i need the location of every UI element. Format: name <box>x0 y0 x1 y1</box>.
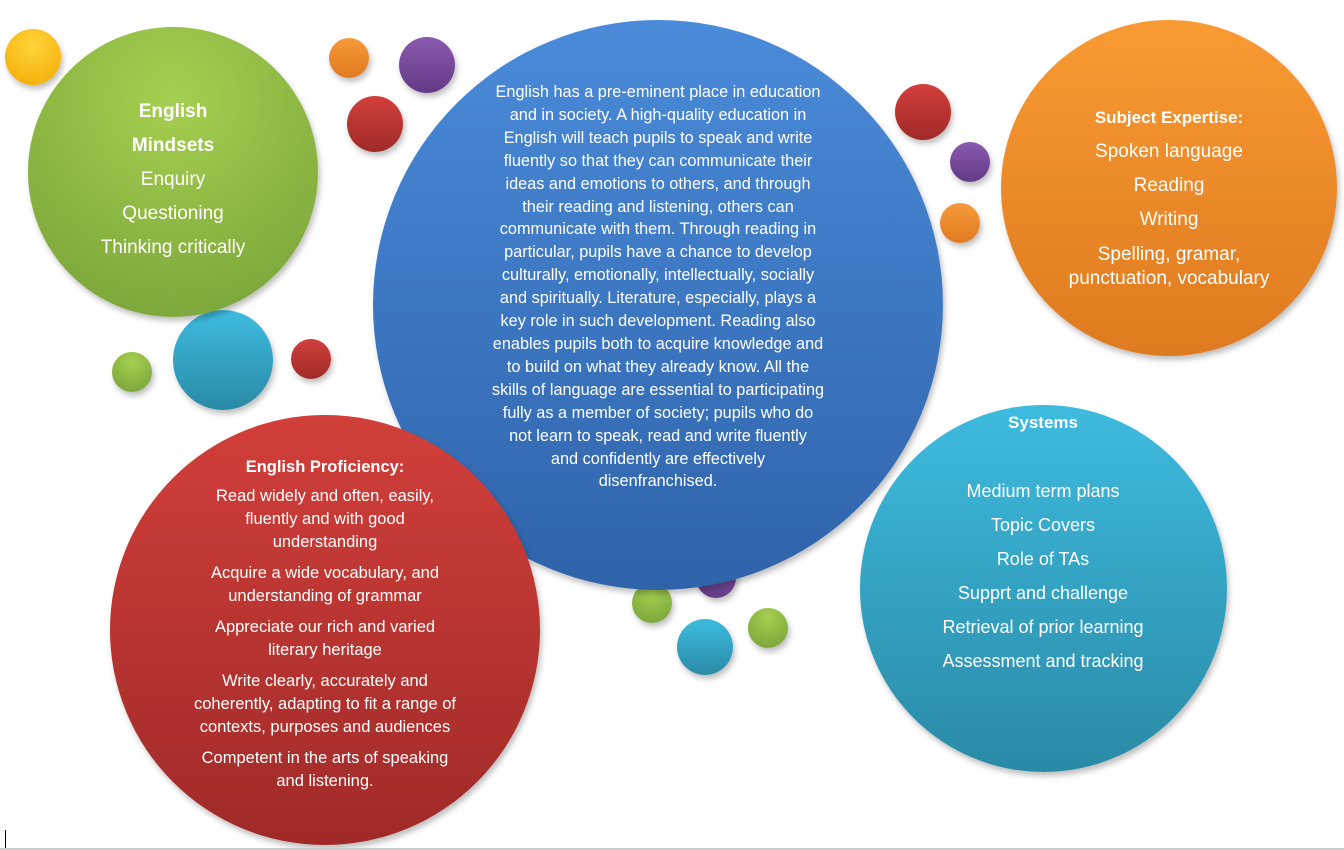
proficiency-item-line: Competent in the arts of speaking <box>201 749 449 767</box>
decorative-bubble <box>748 608 788 648</box>
mindsets-title: English <box>138 101 208 122</box>
center-text-line: their reading and listening, others can <box>522 197 794 216</box>
proficiency-item: Read widely and often, easily, fluently a… <box>135 485 515 554</box>
proficiency-item: Acquire a wide vocabulary, and understand… <box>135 562 515 608</box>
decorative-bubble <box>291 339 331 379</box>
text-cursor <box>5 830 6 848</box>
center-text-line: fully as a member of society; pupils who… <box>502 403 814 422</box>
mindsets-circle <box>28 27 318 317</box>
systems-circle <box>860 405 1227 772</box>
center-text-line: skills of language are essential to part… <box>491 380 825 399</box>
expertise-item: punctuation, vocabulary <box>1068 268 1270 289</box>
center-text-line: English has a pre-eminent place in educa… <box>495 83 821 101</box>
decorative-bubble <box>173 310 273 410</box>
proficiency-item-line: Appreciate our rich and varied <box>214 618 436 636</box>
center-text-line: culturally, emotionally, intellectually,… <box>501 266 815 285</box>
decorative-bubble <box>329 38 369 78</box>
systems-item: Supprt and challenge <box>957 583 1129 603</box>
mindsets-title: Mindsets <box>131 135 215 156</box>
expertise-item: Writing <box>1139 209 1199 230</box>
proficiency-item-line: fluently and with good <box>245 510 405 528</box>
center-text-line: not learn to speak, read and write fluen… <box>509 426 807 445</box>
expertise-circle <box>1001 20 1337 356</box>
center-text-line: enables pupils both to acquire knowledge… <box>492 334 824 353</box>
proficiency-item-line: literary heritage <box>268 641 382 659</box>
page-border <box>0 848 1344 850</box>
center-text: English has a pre-eminent place in educa… <box>443 81 873 493</box>
proficiency-item: Competent in the arts of speaking and lis… <box>135 747 515 793</box>
proficiency-item-line: understanding <box>272 533 378 551</box>
mindsets-item: Thinking critically <box>100 237 246 258</box>
decorative-bubble <box>5 29 61 85</box>
proficiency-item-line: coherently, adapting to fit a range of <box>193 695 457 713</box>
proficiency-title: English Proficiency: <box>245 458 405 476</box>
center-text-line: disenfranchised. <box>598 472 718 491</box>
proficiency-item-line: Read widely and often, easily, <box>216 487 434 505</box>
mindsets-text: English Mindsets Enquiry Questioning Thi… <box>73 95 273 265</box>
proficiency-item: Appreciate our rich and varied literary h… <box>135 616 515 662</box>
decorative-bubble <box>112 352 152 392</box>
center-text-line: communicate with them. Through reading i… <box>499 220 817 239</box>
center-text-line: and spiritually. Literature, especially,… <box>499 289 817 308</box>
proficiency-text: English Proficiency: Read widely and oft… <box>135 456 515 801</box>
proficiency-item-line: understanding of grammar <box>228 587 422 605</box>
center-text-line: particular, pupils have a chance to deve… <box>504 243 812 262</box>
decorative-bubble <box>895 84 951 140</box>
decorative-bubble <box>940 203 980 243</box>
expertise-item: Spoken language <box>1095 141 1243 162</box>
proficiency-item-line: Acquire a wide vocabulary, and <box>210 564 440 582</box>
proficiency-item-line: and listening. <box>276 772 374 790</box>
center-text-line: key role in such development. Reading al… <box>500 312 816 331</box>
mindsets-item: Questioning <box>122 203 224 224</box>
systems-text: Systems Medium term plans Topic Covers R… <box>893 406 1193 678</box>
proficiency-item-line: contexts, purposes and audiences <box>199 718 451 736</box>
mindsets-item: Enquiry <box>140 169 206 190</box>
systems-item: Retrieval of prior learning <box>942 617 1144 637</box>
systems-item: Medium term plans <box>966 481 1120 501</box>
expertise-title: Subject Expertise: <box>1094 108 1244 127</box>
systems-item: Assessment and tracking <box>942 651 1144 671</box>
proficiency-circle <box>110 415 540 845</box>
center-text-line: English will teach pupils to speak and w… <box>503 128 813 147</box>
expertise-item: Reading <box>1133 175 1205 196</box>
center-text-line: and in society. A high-quality education… <box>509 105 807 124</box>
expertise-text: Subject Expertise: Spoken language Readi… <box>1019 104 1319 291</box>
expertise-item: Spelling, gramar, <box>1097 244 1241 265</box>
systems-item: Role of TAs <box>996 549 1090 569</box>
decorative-bubble <box>347 96 403 152</box>
center-text-line: to build on what they already know. All … <box>506 357 810 376</box>
center-text-line: ideas and emotions to others, and throug… <box>505 174 811 193</box>
decorative-bubble <box>399 37 455 93</box>
center-text-line: and confidently are effectively <box>550 449 766 468</box>
proficiency-item: Write clearly, accurately and coherently,… <box>135 670 515 739</box>
decorative-bubble <box>950 142 990 182</box>
systems-item: Topic Covers <box>990 515 1096 535</box>
decorative-bubble <box>677 619 733 675</box>
proficiency-item-line: Write clearly, accurately and <box>222 672 428 690</box>
center-text-line: fluently so that they can communicate th… <box>503 151 813 170</box>
systems-title: Systems <box>1008 413 1078 432</box>
